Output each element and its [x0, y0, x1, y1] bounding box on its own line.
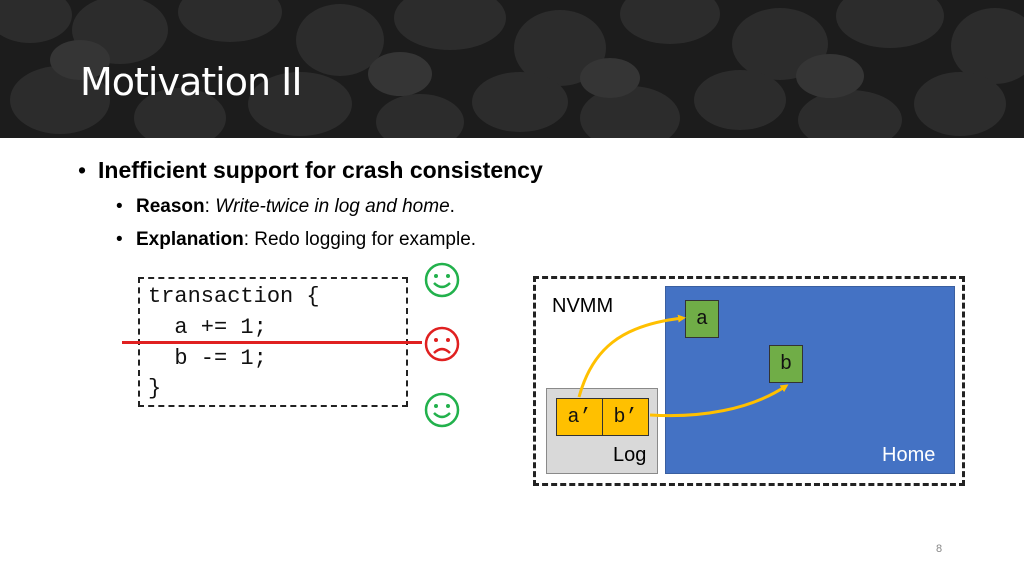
code-line-4: } [148, 376, 162, 401]
bullet-dot: • [78, 157, 87, 183]
code-line-1: transaction { [148, 284, 320, 309]
slide-title: Motivation II [80, 60, 303, 104]
explanation-text: : Redo logging for example. [243, 229, 477, 250]
happy-face-icon [424, 262, 460, 298]
bullet-main-text: Inefficient support for crash consistenc… [98, 157, 543, 183]
bullet-reason: • Reason: Write-twice in log and home. [116, 196, 455, 218]
reason-end: . [449, 196, 455, 217]
log-cell-a-prime: a’ [556, 398, 603, 436]
bullet-dot: • [116, 196, 123, 217]
home-cell-a: a [685, 300, 719, 338]
home-label: Home [882, 444, 936, 466]
bullet-main: • Inefficient support for crash consisten… [78, 157, 543, 184]
sad-face-icon [424, 326, 460, 362]
crash-line [122, 341, 422, 344]
code-line-3: b -= 1; [148, 346, 267, 371]
slide-header: Motivation II [0, 0, 1024, 138]
log-cell-b-prime: b’ [602, 398, 649, 436]
nvmm-box [533, 276, 965, 486]
explanation-label: Explanation [136, 229, 244, 250]
reason-text: Write-twice in log and home [215, 196, 450, 217]
log-label: Log [613, 444, 647, 466]
reason-separator: : [204, 196, 216, 217]
pebble-background [0, 0, 1024, 138]
home-cell-b: b [769, 345, 803, 383]
code-line-2: a += 1; [148, 315, 267, 340]
nvmm-label: NVMM [552, 295, 614, 317]
page-number: 8 [936, 543, 943, 555]
bullet-dot: • [116, 229, 123, 250]
happy-face-icon [424, 392, 460, 428]
bullet-explanation: • Explanation: Redo logging for example. [116, 229, 476, 251]
reason-label: Reason [136, 196, 205, 217]
